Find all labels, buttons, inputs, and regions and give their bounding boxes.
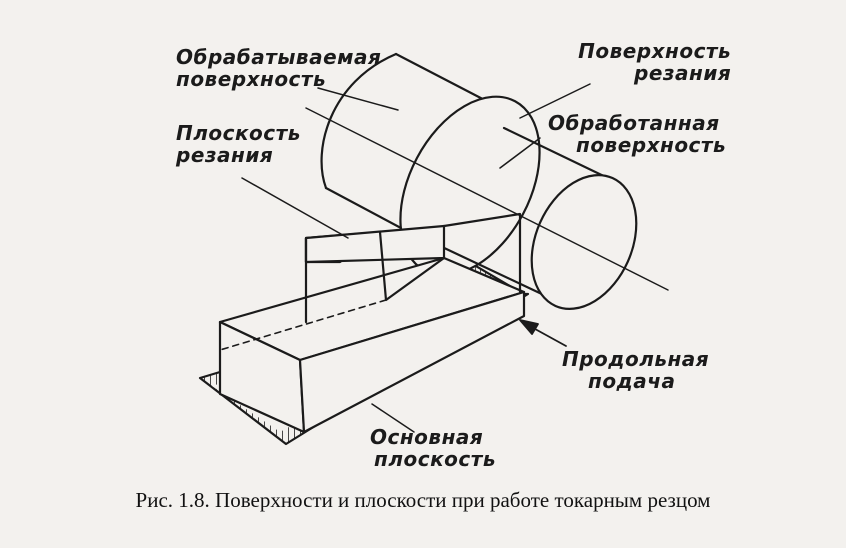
leader-lines	[241, 83, 591, 433]
label-base-plane-line1: Основная	[370, 425, 484, 449]
label-cutting-plane-line1: Плоскость	[176, 121, 301, 145]
label-longitudinal-feed: Продольная подача	[562, 348, 709, 392]
label-longitudinal-feed-line2: подача	[588, 369, 676, 393]
label-processed-surface: Обрабатываемая поверхность	[176, 46, 381, 90]
label-longitudinal-feed-line1: Продольная	[562, 347, 710, 371]
label-cutting-surface: Поверхность резания	[578, 40, 731, 84]
label-processed-surface-line1: Обрабатываемая	[176, 45, 382, 69]
label-cutting-plane: Плоскость резания	[176, 122, 301, 166]
label-finished-surface-line1: Обработанная	[548, 111, 720, 135]
label-cutting-surface-line1: Поверхность	[578, 39, 732, 63]
label-finished-surface: Обработанная поверхность	[548, 112, 726, 156]
figure-caption: Рис. 1.8. Поверхности и плоскости при ра…	[135, 488, 711, 512]
cutter-tool	[218, 212, 526, 434]
label-base-plane-line2: плоскость	[374, 447, 496, 471]
label-cutting-surface-line2: резания	[634, 61, 732, 85]
label-base-plane: Основная плоскость	[370, 426, 496, 470]
label-finished-surface-line2: поверхность	[576, 133, 727, 157]
label-cutting-plane-line2: резания	[176, 143, 274, 167]
workpiece-axis	[305, 107, 669, 291]
workpiece-small-cylinder	[438, 126, 638, 310]
label-processed-surface-line2: поверхность	[176, 67, 327, 91]
feed-arrow	[519, 319, 567, 347]
